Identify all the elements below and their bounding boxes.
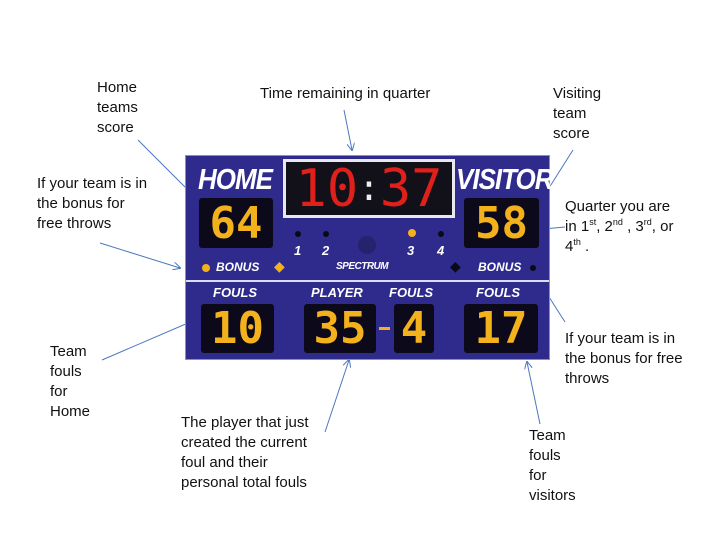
note-home-score: Home teams score <box>97 78 138 138</box>
note-line: teams <box>97 99 138 116</box>
divider <box>186 280 549 282</box>
note-home-bonus: If your team is in the bonus for free th… <box>37 174 147 234</box>
quarter-light-2 <box>323 231 329 237</box>
home-bonus-light <box>202 264 210 272</box>
game-clock: 10:37 <box>283 158 455 219</box>
note-line: The player that just <box>181 414 309 431</box>
note-line: score <box>97 119 134 136</box>
arrow-player <box>324 360 349 433</box>
note-quarter: Quarter you are in 1st, 2nd , 3rd, or 4t… <box>565 197 673 257</box>
visitor-possession-arrow-icon: ◆ <box>450 258 461 274</box>
t: st <box>589 217 597 227</box>
note-line: 4th . <box>565 237 673 257</box>
quarter-label-2: 2 <box>322 243 330 258</box>
t: 4 <box>565 238 574 255</box>
quarter-label-1: 1 <box>294 243 302 258</box>
visitor-bonus-light <box>530 265 536 271</box>
note-line: created the current <box>181 434 307 451</box>
visitor-fouls: 17 <box>464 303 538 354</box>
quarter-light-4 <box>438 231 444 237</box>
note-line: score <box>553 125 590 142</box>
visitor-bonus-label: BONUS <box>478 260 522 274</box>
arrow-time <box>343 109 352 150</box>
note-line: visitors <box>529 487 576 504</box>
note-line: If your team is in <box>37 175 148 192</box>
clock-seconds: 37 <box>379 158 443 219</box>
visitor-fouls-label: FOULS <box>476 285 521 300</box>
t: in 1 <box>565 218 590 235</box>
note-time-remaining: Time remaining in quarter <box>260 85 431 102</box>
home-score: 64 <box>199 198 273 249</box>
note-player: The player that just created the current… <box>181 413 309 493</box>
note-home-fouls: Team fouls for Home <box>50 342 90 422</box>
player-fouls: 4 <box>394 303 434 354</box>
t: , or <box>651 218 674 235</box>
t: , 3 <box>622 218 644 235</box>
brand-logo: SPECTRUM <box>336 261 389 272</box>
note-line: the bonus for <box>37 195 125 212</box>
horn-icon <box>358 236 376 254</box>
arrow-home-bonus <box>99 242 180 268</box>
note-line: in 1st, 2nd , 3rd, or <box>565 217 673 237</box>
quarter-light-3-active <box>408 229 416 237</box>
quarter-label-3: 3 <box>407 243 415 258</box>
t: th <box>573 237 581 247</box>
player-number: 35 <box>304 303 376 354</box>
note-visitor-fouls: Team fouls for visitors <box>529 426 576 506</box>
arrow-home-fouls <box>101 320 195 361</box>
note-line: Home <box>50 403 91 420</box>
home-possession-arrow-icon: ◆ <box>274 258 285 274</box>
t: . <box>580 238 590 255</box>
player-label: PLAYER <box>311 285 363 300</box>
note-line: personal total fouls <box>181 474 307 491</box>
scoreboard: HOME VISITOR 10:37 64 58 1 2 3 4 BONUS ◆… <box>185 155 554 360</box>
note-line: fouls <box>50 363 82 380</box>
note-line: Quarter you are <box>565 198 671 215</box>
note-line: the bonus for free <box>565 350 683 367</box>
note-line: Home <box>97 79 138 96</box>
note-line: If your team is in <box>565 330 676 347</box>
note-line: throws <box>565 370 610 387</box>
player-fouls-label: FOULS <box>389 285 434 300</box>
note-line: fouls <box>529 447 561 464</box>
visitor-score: 58 <box>464 198 539 249</box>
t: rd <box>643 217 652 227</box>
t: nd <box>612 217 623 227</box>
arrow-visitor-fouls <box>527 362 541 425</box>
home-bonus-label: BONUS <box>216 260 260 274</box>
note-line: foul and their <box>181 454 268 471</box>
visitor-label: VISITOR <box>456 162 554 196</box>
note-line: Visiting <box>553 85 602 102</box>
note-line: for <box>529 467 547 484</box>
note-line: free throws <box>37 215 112 232</box>
quarter-label-4: 4 <box>437 243 445 258</box>
note-line: Team <box>529 427 566 444</box>
note-line: Team <box>50 343 87 360</box>
clock-colon: : <box>358 168 380 209</box>
t: , 2 <box>596 218 613 235</box>
note-visitor-score: Visiting team score <box>553 84 601 144</box>
note-line: for <box>50 383 68 400</box>
home-fouls-label: FOULS <box>213 285 258 300</box>
home-fouls: 10 <box>201 303 274 354</box>
clock-minutes: 10 <box>295 158 359 219</box>
quarter-light-1 <box>295 231 301 237</box>
player-dash <box>379 327 390 330</box>
home-label: HOME <box>198 162 273 196</box>
note-line: team <box>553 105 587 122</box>
note-visitor-bonus: If your team is in the bonus for free th… <box>565 329 683 389</box>
